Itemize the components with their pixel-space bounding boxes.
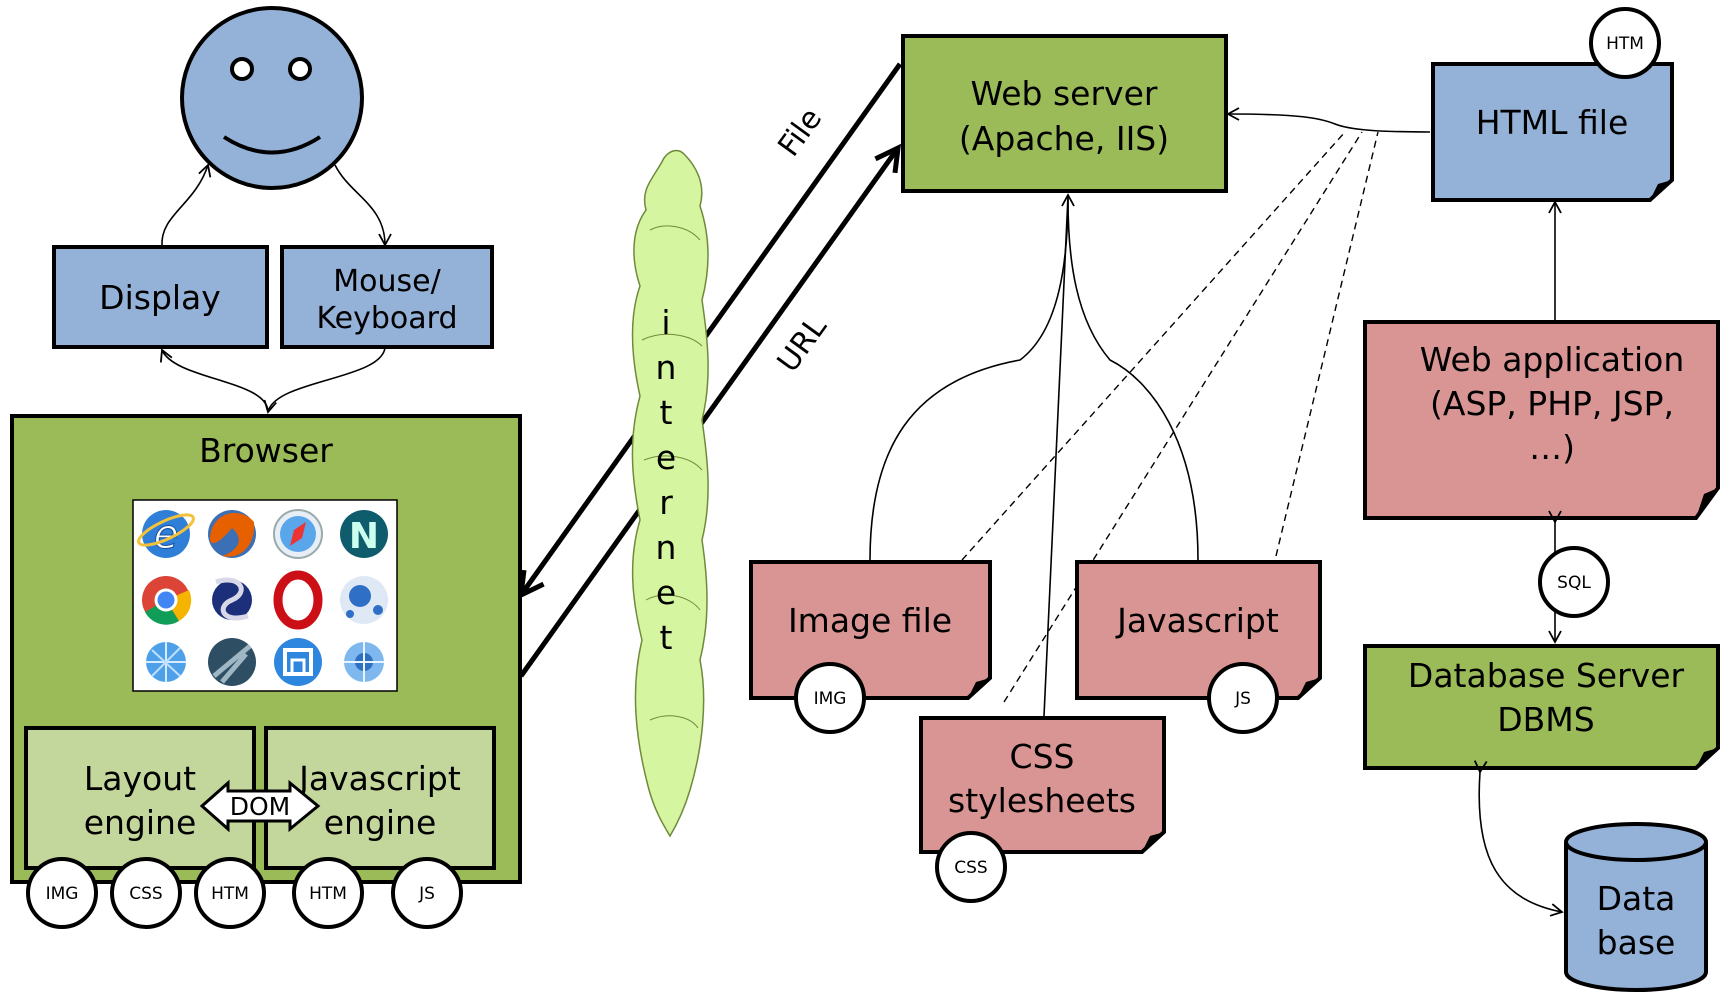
browser-badge-htm-js: HTM: [292, 857, 364, 929]
browser-to-display-connector: [160, 348, 269, 413]
chrome-icon: [142, 576, 192, 625]
file-arrow: [517, 62, 903, 600]
html-ref-image-dashed: [961, 131, 1346, 561]
html-to-server-connector: [1226, 107, 1431, 133]
internet-letter-2: n: [656, 348, 677, 387]
user-face-icon: [180, 6, 364, 190]
dom-label: DOM: [230, 792, 291, 821]
svg-text:HTM: HTM: [1606, 34, 1644, 54]
web-app-line3: …): [1529, 428, 1575, 467]
mouse-label: Mouse/: [333, 264, 441, 299]
seamonkey-icon: [212, 577, 252, 621]
svg-text:HTM: HTM: [309, 884, 347, 904]
db-server-line1: Database Server: [1408, 656, 1685, 695]
url-arrow-label: URL: [771, 310, 834, 379]
sql-badge: SQL: [1538, 546, 1610, 618]
kmeleon-icon: [208, 638, 256, 686]
css-file-line2: stylesheets: [948, 781, 1136, 820]
face-to-display-connector: [161, 163, 212, 247]
internet-letter-8: t: [660, 618, 673, 657]
svg-text:JS: JS: [418, 884, 435, 904]
html-file-box: HTML file: [1431, 62, 1674, 202]
mouse-keyboard-box: Mouse/ Keyboard: [280, 245, 494, 349]
image-file-badge: IMG: [794, 662, 866, 734]
javascript-file-label: Javascript: [1115, 601, 1279, 640]
database-line2: base: [1597, 923, 1676, 962]
web-server-box: Web server (Apache, IIS): [901, 34, 1228, 193]
file-arrow-label: File: [771, 102, 829, 163]
dbms-database-connector: [1473, 760, 1564, 917]
internet-letter-1: i: [661, 303, 670, 342]
display-label: Display: [99, 278, 221, 317]
globe-browser-icon: [146, 642, 186, 682]
browser-badge-css: CSS: [110, 857, 182, 929]
flock-icon: [344, 642, 384, 682]
html-file-label: HTML file: [1476, 103, 1629, 142]
svg-text:N: N: [349, 516, 379, 557]
image-file-label: Image file: [788, 601, 952, 640]
maxthon-icon: [274, 638, 322, 686]
js-engine-line1: Javascript: [297, 759, 461, 798]
layout-engine-line1: Layout: [84, 759, 196, 798]
browser-logos-panel: e N: [132, 499, 398, 692]
css-file-box: CSS stylesheets: [919, 716, 1166, 854]
dom-arrow: DOM: [199, 779, 321, 833]
html-file-badge: HTM: [1589, 7, 1661, 79]
internet-letter-4: e: [656, 438, 676, 477]
database-cylinder-icon: Data base: [1564, 822, 1708, 992]
css-file-line1: CSS: [1010, 737, 1075, 776]
svg-text:CSS: CSS: [129, 884, 162, 904]
js-to-server-connector: [1067, 199, 1199, 561]
web-application-box: Web application (ASP, PHP, JSP, …): [1363, 320, 1720, 520]
js-engine-line2: engine: [324, 803, 437, 842]
web-server-line1: Web server: [971, 74, 1158, 113]
browser-badge-img: IMG: [26, 857, 98, 929]
db-server-line2: DBMS: [1497, 700, 1594, 739]
svg-text:JS: JS: [1234, 689, 1251, 709]
internet-letter-5: r: [659, 483, 673, 522]
css-to-server-connector: [1043, 195, 1069, 717]
svg-text:HTM: HTM: [211, 884, 249, 904]
javascript-file-badge: JS: [1207, 662, 1279, 734]
image-file-box: Image file: [749, 560, 992, 700]
html-ref-js-dashed: [1275, 131, 1379, 557]
web-server-line2: (Apache, IIS): [959, 119, 1169, 158]
database-server-box: Database Server DBMS: [1363, 644, 1720, 770]
browser-title: Browser: [199, 431, 333, 470]
svg-text:CSS: CSS: [954, 858, 987, 878]
database-line1: Data: [1597, 879, 1676, 918]
layout-engine-line2: engine: [84, 803, 197, 842]
firefox-icon: [208, 510, 256, 558]
internet-letter-7: e: [656, 573, 676, 612]
web-app-line2: (ASP, PHP, JSP,: [1430, 384, 1674, 423]
html-ref-css-dashed: [1003, 131, 1363, 703]
internet-letter-3: t: [660, 393, 673, 432]
internet-letter-6: n: [656, 528, 677, 567]
browser-badge-htm-layout: HTM: [194, 857, 266, 929]
keyboard-label: Keyboard: [316, 301, 457, 336]
konqueror-icon: [340, 576, 388, 624]
svg-text:IMG: IMG: [814, 689, 847, 709]
internet-cloud: i n t e r n e t: [631, 149, 709, 838]
url-arrow: [518, 143, 902, 678]
svg-text:SQL: SQL: [1557, 573, 1591, 593]
face-to-keyboard-connector: [334, 164, 392, 247]
javascript-file-box: Javascript: [1075, 560, 1322, 700]
display-box: Display: [52, 245, 269, 349]
internet-explorer-icon: e: [137, 510, 195, 559]
safari-icon: [273, 509, 323, 559]
opera-icon: [273, 570, 323, 630]
netscape-icon: N: [340, 510, 388, 558]
browser-badge-js: JS: [391, 857, 463, 929]
image-to-server-connector: [869, 193, 1075, 561]
javascript-engine-box: Javascript engine: [264, 726, 496, 870]
css-file-badge: CSS: [935, 831, 1007, 903]
web-app-line1: Web application: [1420, 340, 1684, 379]
svg-text:IMG: IMG: [46, 884, 79, 904]
keyboard-to-browser-connector: [263, 347, 386, 414]
